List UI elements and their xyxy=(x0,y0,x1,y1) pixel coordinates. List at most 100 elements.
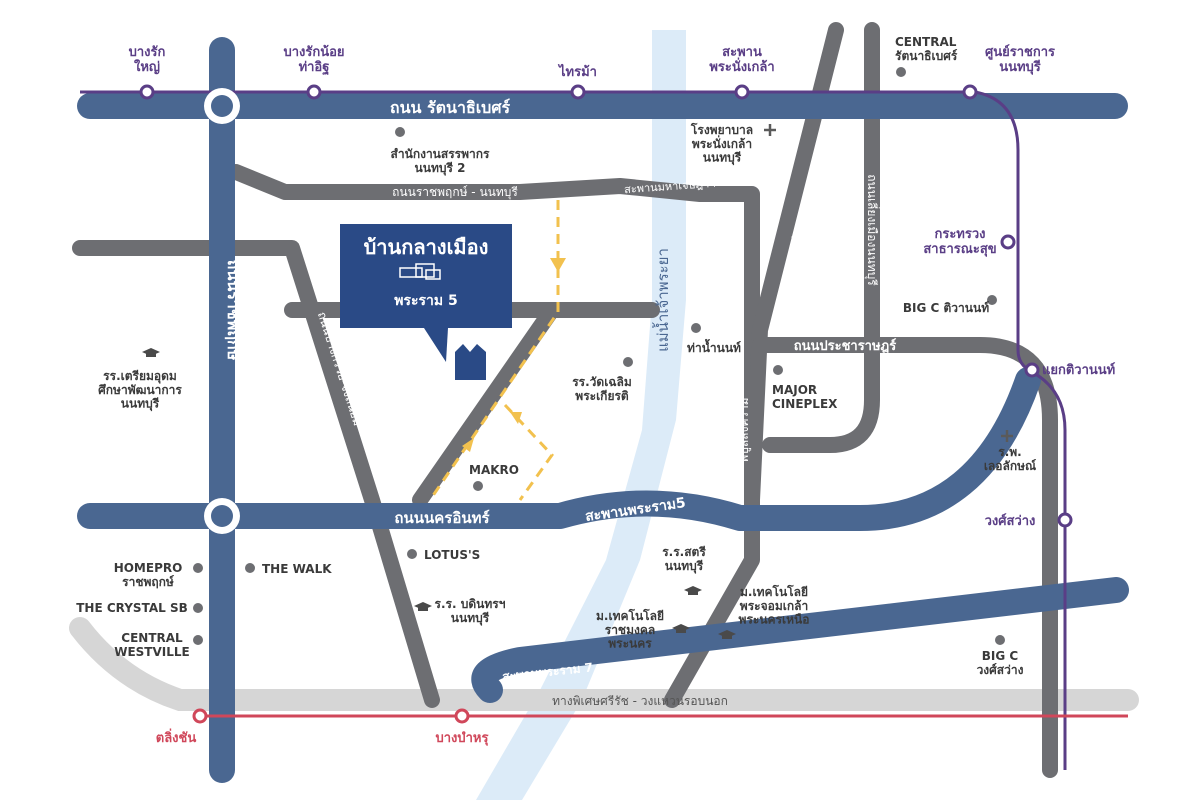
label-rattanathibet: ถนน รัตนาธิเบศร์ xyxy=(390,98,511,117)
station-wong-sawang xyxy=(1057,512,1073,528)
label-line: พระจอมเกล้า xyxy=(740,599,808,613)
label-line: HOMEPRO xyxy=(114,561,183,575)
label-line: สาธารณะสุข xyxy=(923,242,996,257)
station-bangrak-yai xyxy=(139,84,155,100)
hospital-icon xyxy=(764,124,776,136)
label-station-bangrak-yai: บางรักใหญ่ xyxy=(129,45,166,75)
graduation-cap-icon xyxy=(142,348,160,357)
road-nonthaburi xyxy=(664,22,844,708)
poi-lotus: LOTUS'S xyxy=(424,548,480,562)
road-rama7 xyxy=(471,577,1129,703)
purple-station-labels: บางรักใหญ่ บางรักน้อยท่าอิฐ ไทรม้า สะพาน… xyxy=(129,44,1116,529)
yellow-route xyxy=(428,200,560,501)
mrt-purple-line xyxy=(80,90,1067,770)
label-line: ม.เทคโนโลยี xyxy=(740,584,808,599)
label-river: แม่น้ำเจ้าพระยา xyxy=(652,248,672,352)
road-west-upper xyxy=(72,240,440,708)
label-line: CENTRAL xyxy=(121,631,183,645)
yellow-arrow-right xyxy=(510,412,522,424)
graduation-cap-icon xyxy=(414,602,432,611)
station-ministry-health xyxy=(1000,234,1016,250)
interchanges xyxy=(204,88,240,534)
poi-rmut-phranakhon: ม.เทคโนโลยีราชมงคลพระนคร xyxy=(596,608,664,651)
graduation-cap-icon xyxy=(718,630,736,639)
label-line: นนทบุรี 2 xyxy=(415,161,466,176)
red-station-labels: ตลิ่งชัน บางบำหรุ xyxy=(156,728,489,746)
label-line: ราชมงคล xyxy=(605,623,655,637)
graduation-cap-icon xyxy=(672,624,690,633)
station-phra-nang-klao xyxy=(734,84,750,100)
hospital-icons xyxy=(764,124,1013,442)
label-line: เลอลักษณ์ xyxy=(984,459,1036,473)
label-line: ร.ร. บดินทรฯ xyxy=(435,597,506,611)
road-diagonal-makro xyxy=(412,302,560,508)
label-line: ราชพฤกษ์ xyxy=(122,575,174,589)
label-ratchaphruek-nonthaburi: ถนนราชพฤกษ์ - นนทบุรี xyxy=(392,185,518,200)
label-station-taling-chan: ตลิ่งชัน xyxy=(156,728,197,746)
label-line: พระนคร xyxy=(608,637,652,651)
school-icons xyxy=(142,348,736,639)
poi-bigc-tiwanon: BIG C ติวานนท์ xyxy=(903,301,989,315)
label-line: สำนักงานสรรพากร xyxy=(391,147,490,161)
hospital-icon xyxy=(1001,430,1013,442)
label-line: ศึกษาพัฒนาการ xyxy=(98,383,182,397)
label-line: รัตนาธิเบศร์ xyxy=(895,49,958,63)
poi-satri-nonthaburi: ร.ร.สตรีนนทบุรี xyxy=(662,545,706,574)
road-nakhon-in xyxy=(77,367,1041,531)
project-building-icon xyxy=(455,344,486,380)
label-line: พระนั่งเกล้า xyxy=(692,135,752,151)
station-tiwanon-junction xyxy=(1024,362,1040,378)
project-marker: บ้านกลางเมือง พระราม 5 xyxy=(340,224,512,380)
label-line: นนทบุรี xyxy=(665,559,704,574)
label-line: ท่าน้ำนนท์ xyxy=(687,338,741,355)
graduation-cap-icon xyxy=(684,586,702,595)
label-bridge-maha-chesada: สะพานมหาเจษฎาฯ xyxy=(624,177,716,196)
label-station-tiwanon-junction: แยกติวานนท์ xyxy=(1042,362,1115,378)
label-line: พระเกียรติ xyxy=(575,389,629,403)
label-line: ใหญ่ xyxy=(134,58,160,75)
label-line: ท่าอิฐ xyxy=(299,60,330,76)
purple-station-markers xyxy=(139,84,1073,528)
label-line: แยกติวานนท์ xyxy=(1042,362,1115,378)
label-line: รร.เตรียมอุดม xyxy=(103,369,177,384)
project-title: บ้านกลางเมือง xyxy=(364,235,489,259)
station-bang-bamru xyxy=(454,708,470,724)
label-line: BIG C xyxy=(982,649,1019,663)
label-liang-mueang: ถนนเลี่ยงเมืองนนทบุรี xyxy=(864,174,881,286)
label-line: วงศ์สว่าง xyxy=(977,663,1024,677)
poi-makro: MAKRO xyxy=(469,463,519,477)
poi-dots xyxy=(193,67,1005,645)
label-line: WESTVILLE xyxy=(114,645,190,659)
label-station-bang-bamru: บางบำหรุ xyxy=(435,730,488,746)
label-line: LOTUS'S xyxy=(424,548,480,562)
label-line: MAJOR xyxy=(772,383,817,397)
label-line: MAKRO xyxy=(469,463,519,477)
label-kanchanaphisek: ทางพิเศษศรีรัช - วงแหวนรอบนอก xyxy=(552,694,728,708)
label-line: บางบำหรุ xyxy=(435,730,488,746)
label-phibunsongkhram: พิบูลสงคราม xyxy=(737,397,752,462)
poi-revenue-office: สำนักงานสรรพากรนนทบุรี 2 xyxy=(391,147,490,176)
label-station-phra-nang-klao: สะพานพระนั่งเกล้า xyxy=(709,45,774,75)
label-line: CENTRAL xyxy=(895,35,957,49)
label-line: ร.ร.สตรี xyxy=(662,545,706,559)
label-station-sai-ma: ไทรม้า xyxy=(557,63,597,80)
label-station-bangrak-noi: บางรักน้อยท่าอิฐ xyxy=(283,44,344,76)
label-line: THE CRYSTAL SB xyxy=(76,601,187,615)
label-line: นนทบุรี xyxy=(703,151,742,166)
label-ratchaphruek: ถนนราชพฤกษ์ xyxy=(224,260,243,361)
poi-the-walk: THE WALK xyxy=(262,562,332,576)
label-line: นนทบุรี xyxy=(451,611,490,626)
project-subtitle: พระราม 5 xyxy=(394,293,458,309)
poi-bodindecha: ร.ร. บดินทรฯนนทบุรี xyxy=(435,597,506,626)
kanchanaphisek-expressway xyxy=(69,617,1139,711)
poi-tha-nam-non: ท่าน้ำนนท์ xyxy=(687,338,741,355)
label-station-government-center: ศูนย์ราชการนนทบุรี xyxy=(985,44,1055,75)
label-pracharat: ถนนประชาราษฎร์ xyxy=(794,338,897,354)
project-logo-icon xyxy=(399,263,441,280)
label-line: สะพาน xyxy=(722,45,762,60)
